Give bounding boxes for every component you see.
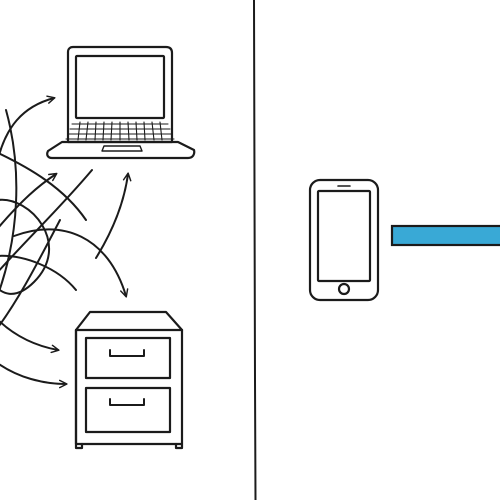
- arrow-to-cabinet-b: [0, 363, 68, 389]
- divider-line: [253, 0, 257, 500]
- laptop-icon: [46, 45, 196, 160]
- laptop-keyboard: [65, 121, 175, 141]
- arrow-up-to-laptop: [95, 172, 132, 259]
- arrows-tangle: [0, 95, 132, 389]
- progress-bar: [390, 224, 500, 247]
- arrow-down-to-cabinet: [13, 228, 129, 298]
- loop-d: [0, 152, 87, 221]
- loop-e: [0, 219, 61, 327]
- smartphone-icon: [308, 178, 380, 302]
- arrow-to-laptop-side-a: [0, 172, 58, 228]
- arrow-to-laptop-top: [0, 95, 56, 156]
- file-cabinet-icon: [74, 310, 184, 450]
- loop-c: [0, 254, 77, 291]
- loop-b: [0, 109, 18, 292]
- loop-a: [0, 198, 50, 295]
- arrow-to-cabinet-a: [0, 320, 60, 354]
